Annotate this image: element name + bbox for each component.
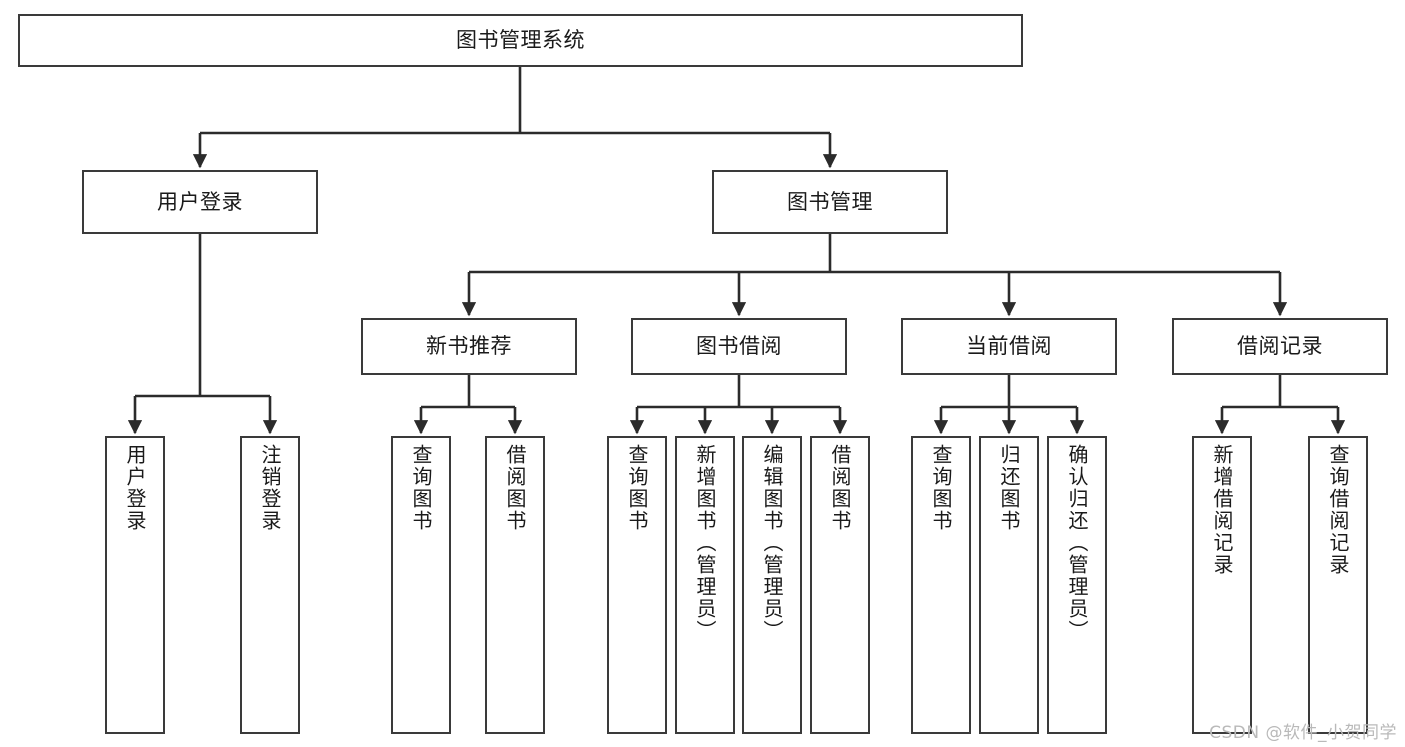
leaf-user-login-2-label: 注销登录 (258, 444, 282, 532)
node-book-borrow-label: 图书借阅 (696, 334, 782, 359)
leaf-current-borrow-2-label: 归还图书 (997, 444, 1021, 532)
node-new-book-recommend-label: 新书推荐 (426, 334, 512, 359)
leaf-borrow-record-2-label: 查询借阅记录 (1326, 444, 1350, 576)
node-borrow-record-label: 借阅记录 (1237, 334, 1323, 359)
leaf-user-login-1[interactable]: 用户登录 (105, 436, 165, 734)
node-book-borrow[interactable]: 图书借阅 (631, 318, 847, 375)
node-root-label: 图书管理系统 (456, 28, 585, 53)
leaf-borrow-record-1[interactable]: 新增借阅记录 (1192, 436, 1252, 734)
leaf-current-borrow-2[interactable]: 归还图书 (979, 436, 1039, 734)
leaf-new-book-1-label: 查询图书 (409, 444, 433, 532)
watermark-text: CSDN @软件_小贺同学 (1209, 723, 1397, 743)
leaf-user-login-2[interactable]: 注销登录 (240, 436, 300, 734)
leaf-book-borrow-2[interactable]: 新增图书（管理员） (675, 436, 735, 734)
node-book-manage-label: 图书管理 (787, 189, 873, 214)
leaf-current-borrow-1[interactable]: 查询图书 (911, 436, 971, 734)
node-book-manage[interactable]: 图书管理 (712, 170, 948, 234)
leaf-user-login-1-label: 用户登录 (123, 444, 147, 532)
leaf-borrow-record-1-label: 新增借阅记录 (1210, 444, 1234, 576)
leaf-book-borrow-3-label: 编辑图书（管理员） (760, 444, 784, 642)
node-new-book-recommend[interactable]: 新书推荐 (361, 318, 577, 375)
leaf-new-book-2-label: 借阅图书 (503, 444, 527, 532)
leaf-new-book-1[interactable]: 查询图书 (391, 436, 451, 734)
node-root[interactable]: 图书管理系统 (18, 14, 1023, 67)
leaf-new-book-2[interactable]: 借阅图书 (485, 436, 545, 734)
node-current-borrow[interactable]: 当前借阅 (901, 318, 1117, 375)
node-current-borrow-label: 当前借阅 (966, 334, 1052, 359)
node-borrow-record[interactable]: 借阅记录 (1172, 318, 1388, 375)
node-user-login[interactable]: 用户登录 (82, 170, 318, 234)
leaf-borrow-record-2[interactable]: 查询借阅记录 (1308, 436, 1368, 734)
node-user-login-label: 用户登录 (157, 189, 243, 214)
leaf-book-borrow-1[interactable]: 查询图书 (607, 436, 667, 734)
leaf-book-borrow-1-label: 查询图书 (625, 444, 649, 532)
leaf-current-borrow-3[interactable]: 确认归还（管理员） (1047, 436, 1107, 734)
leaf-current-borrow-3-label: 确认归还（管理员） (1065, 444, 1089, 642)
leaf-book-borrow-4[interactable]: 借阅图书 (810, 436, 870, 734)
leaf-current-borrow-1-label: 查询图书 (929, 444, 953, 532)
leaf-book-borrow-3[interactable]: 编辑图书（管理员） (742, 436, 802, 734)
leaf-book-borrow-2-label: 新增图书（管理员） (693, 444, 717, 642)
leaf-book-borrow-4-label: 借阅图书 (828, 444, 852, 532)
